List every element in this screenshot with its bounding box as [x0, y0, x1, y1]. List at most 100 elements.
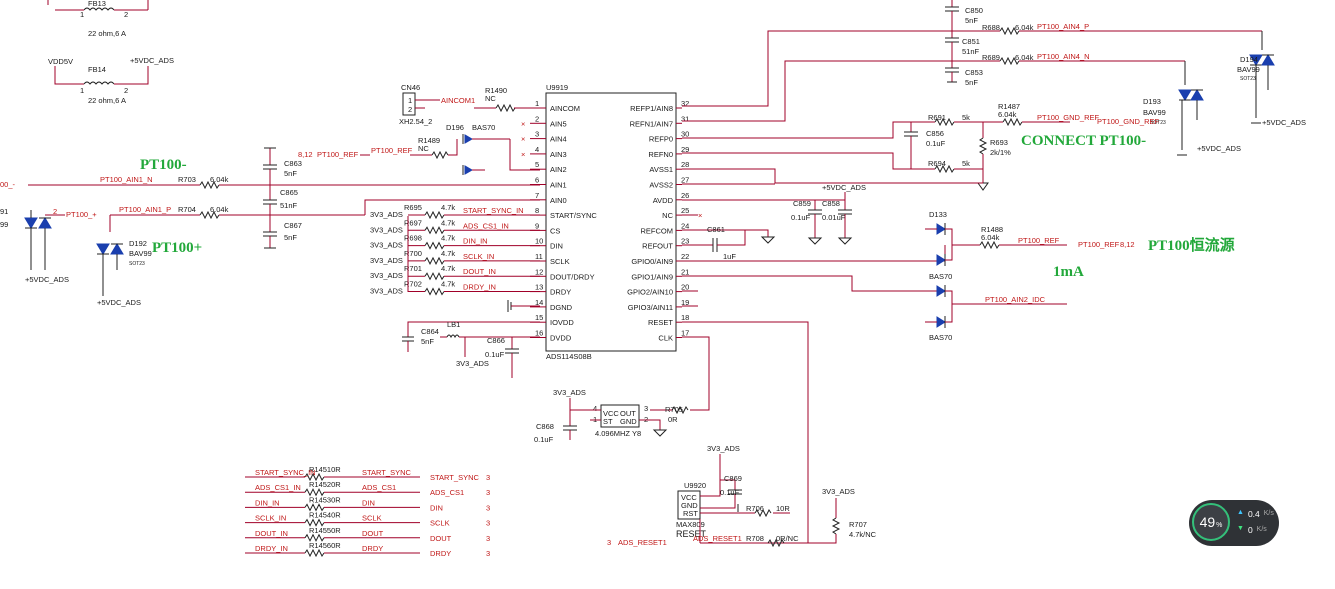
left-pin-name-1: AINCOM	[550, 104, 580, 113]
c853-label: C853	[965, 68, 983, 77]
c865-label: C865	[280, 188, 298, 197]
bus-in-1: ADS_CS1_IN	[255, 483, 301, 492]
dvdd-3v3-label: 3V3_ADS	[456, 359, 489, 368]
left-pin-number: 3	[535, 130, 539, 139]
d196-label: D196	[446, 123, 464, 132]
upload-unit: K/s	[1263, 510, 1274, 517]
left-pin-name-6: AIN1	[550, 181, 567, 190]
d192-pkg: SOT23	[129, 261, 145, 267]
ref0-network: R691 5k R1487 6.04k PT100_GND_REF PT100_…	[682, 102, 1160, 191]
r700-value: 4.7k	[441, 249, 455, 258]
avdd-network: +5VDC_ADS C859 0.1uF C858 0.01uF × C861 …	[682, 183, 866, 261]
upload-speed: ▲ 0.4 K/s	[1237, 509, 1274, 519]
d133-label: D133	[929, 210, 947, 219]
r695-label: R695	[404, 203, 422, 212]
fb14-group: VDD5V FB14 1 2 +5VDC_ADS 22 ohm,6 A	[48, 56, 174, 105]
right-pin-name-32: REFP1/AIN8	[630, 104, 673, 113]
pt100-ref-mid: PT100_REF	[371, 146, 413, 155]
right-pin-name-19: GPIO3/AIN11	[628, 303, 673, 312]
spi-3v3-label-2: 3V3_ADS	[370, 241, 403, 250]
network-speed-widget[interactable]: 49% ▲ 0.4 K/s ▼ 0 K/s	[1189, 500, 1279, 546]
c850-label: C850	[965, 6, 983, 15]
r1487-value: 6.04k	[998, 110, 1017, 119]
pt100-gnd-ref-net: PT100_GND_REF	[1037, 113, 1100, 122]
cpu-percent-circle: 49%	[1192, 503, 1230, 541]
avdd-5vdc: +5VDC_ADS	[822, 183, 866, 192]
left-pin-number: 10	[535, 237, 543, 246]
r689-label: R689	[982, 53, 1000, 62]
resistor-symbol	[424, 226, 445, 235]
left-pin-name-14: DGND	[550, 303, 573, 312]
d192-value: BAV99	[129, 249, 152, 258]
cn46-pin2: 2	[408, 105, 412, 114]
bas70-b-label: BAS70	[929, 333, 952, 342]
c850-value: 5nF	[965, 16, 978, 25]
left-pin-name-10: DIN	[550, 242, 563, 251]
right-pin-name-21: GPIO1/AIN9	[631, 272, 673, 281]
d192-label: D192	[129, 239, 147, 248]
fb13-pin2: 2	[124, 10, 128, 19]
bus-resistor-2: R14530R	[309, 495, 341, 504]
d194-pkg: SOT23	[1240, 76, 1256, 82]
d192-5vdc: +5VDC_ADS	[97, 298, 141, 307]
pt100-ref-812: 8,12	[298, 150, 313, 159]
pt100-ref-out-net: PT100_REF	[1018, 236, 1060, 245]
nc-cross: ×	[521, 135, 525, 144]
r693-value: 2k/1%	[990, 148, 1011, 157]
resistor-symbol	[304, 472, 325, 482]
r706-value: 10R	[776, 504, 790, 513]
c856-value: 0.1uF	[926, 139, 946, 148]
ref1-network: C850 5nF C851 51nF C853 5nF R688 6.04k P…	[682, 0, 1306, 156]
r708-label: R708	[746, 534, 764, 543]
bus-in-4: DOUT_IN	[255, 529, 288, 538]
left-pin-number: 2	[535, 114, 539, 123]
right-pin-name-27: AVSS2	[649, 181, 673, 190]
bus-net-4: DOUT	[362, 529, 384, 538]
c859-value: 0.1uF	[791, 213, 811, 222]
right-pin-number: 19	[681, 298, 689, 307]
r706-label: R706	[746, 504, 764, 513]
pt100-ain1-p-net: PT100_AIN1_P	[119, 205, 171, 214]
c868-value: 0.1uF	[534, 435, 554, 444]
c867-label: C867	[284, 221, 302, 230]
r698-label: R698	[404, 234, 422, 243]
c861-value: 1uF	[723, 252, 736, 261]
resistor-symbol	[424, 272, 445, 281]
aincom1-net: AINCOM1	[441, 96, 475, 105]
osc-st-pin: ST	[603, 417, 613, 426]
d193-5vdc: +5VDC_ADS	[1197, 144, 1241, 153]
c859-label: C859	[793, 199, 811, 208]
c865-value: 51nF	[280, 201, 298, 210]
c851-value: 51nF	[962, 47, 980, 56]
bus-sheet-5: 3	[486, 549, 490, 558]
osc-3v3-label: 3V3_ADS	[553, 388, 586, 397]
r707-3v3-label: 3V3_ADS	[822, 487, 855, 496]
right-pin-name-25: NC	[662, 211, 673, 220]
right-pin-number: 31	[681, 114, 689, 123]
u9919-chip: U9919 ADS114S08B	[545, 83, 677, 361]
pt100-minus-net: 00_-	[0, 180, 16, 189]
c863-value: 5nF	[284, 169, 297, 178]
cn46-part: XH2.54_2	[399, 117, 432, 126]
r697-label: R697	[404, 218, 422, 227]
u9920-vcc: VCC	[681, 493, 697, 502]
r705-label: R705	[665, 405, 683, 414]
left-pin-name-12: DOUT/DRDY	[550, 272, 595, 281]
d194-label: D194	[1240, 55, 1258, 64]
resistor-symbol	[304, 548, 325, 558]
cn46-pin1: 1	[408, 96, 412, 105]
left-pin-number: 7	[535, 191, 539, 200]
right-pin-name-31: REFN1/AIN7	[630, 119, 673, 128]
c869-label: C869	[724, 474, 742, 483]
r688-value: 6.04k	[1015, 23, 1034, 32]
d191-label: 91	[0, 207, 8, 216]
left-pin-number: 8	[535, 206, 539, 215]
pt100-ain4-p-net: PT100_AIN4_P	[1037, 22, 1089, 31]
sig_cs-net: ADS_CS1_IN	[463, 221, 509, 230]
u9920-label: U9920	[684, 481, 706, 490]
d191-5vdc: +5VDC_ADS	[25, 275, 69, 284]
right-pin-name-29: REFN0	[648, 150, 673, 159]
fb14-label: FB14	[88, 65, 106, 74]
